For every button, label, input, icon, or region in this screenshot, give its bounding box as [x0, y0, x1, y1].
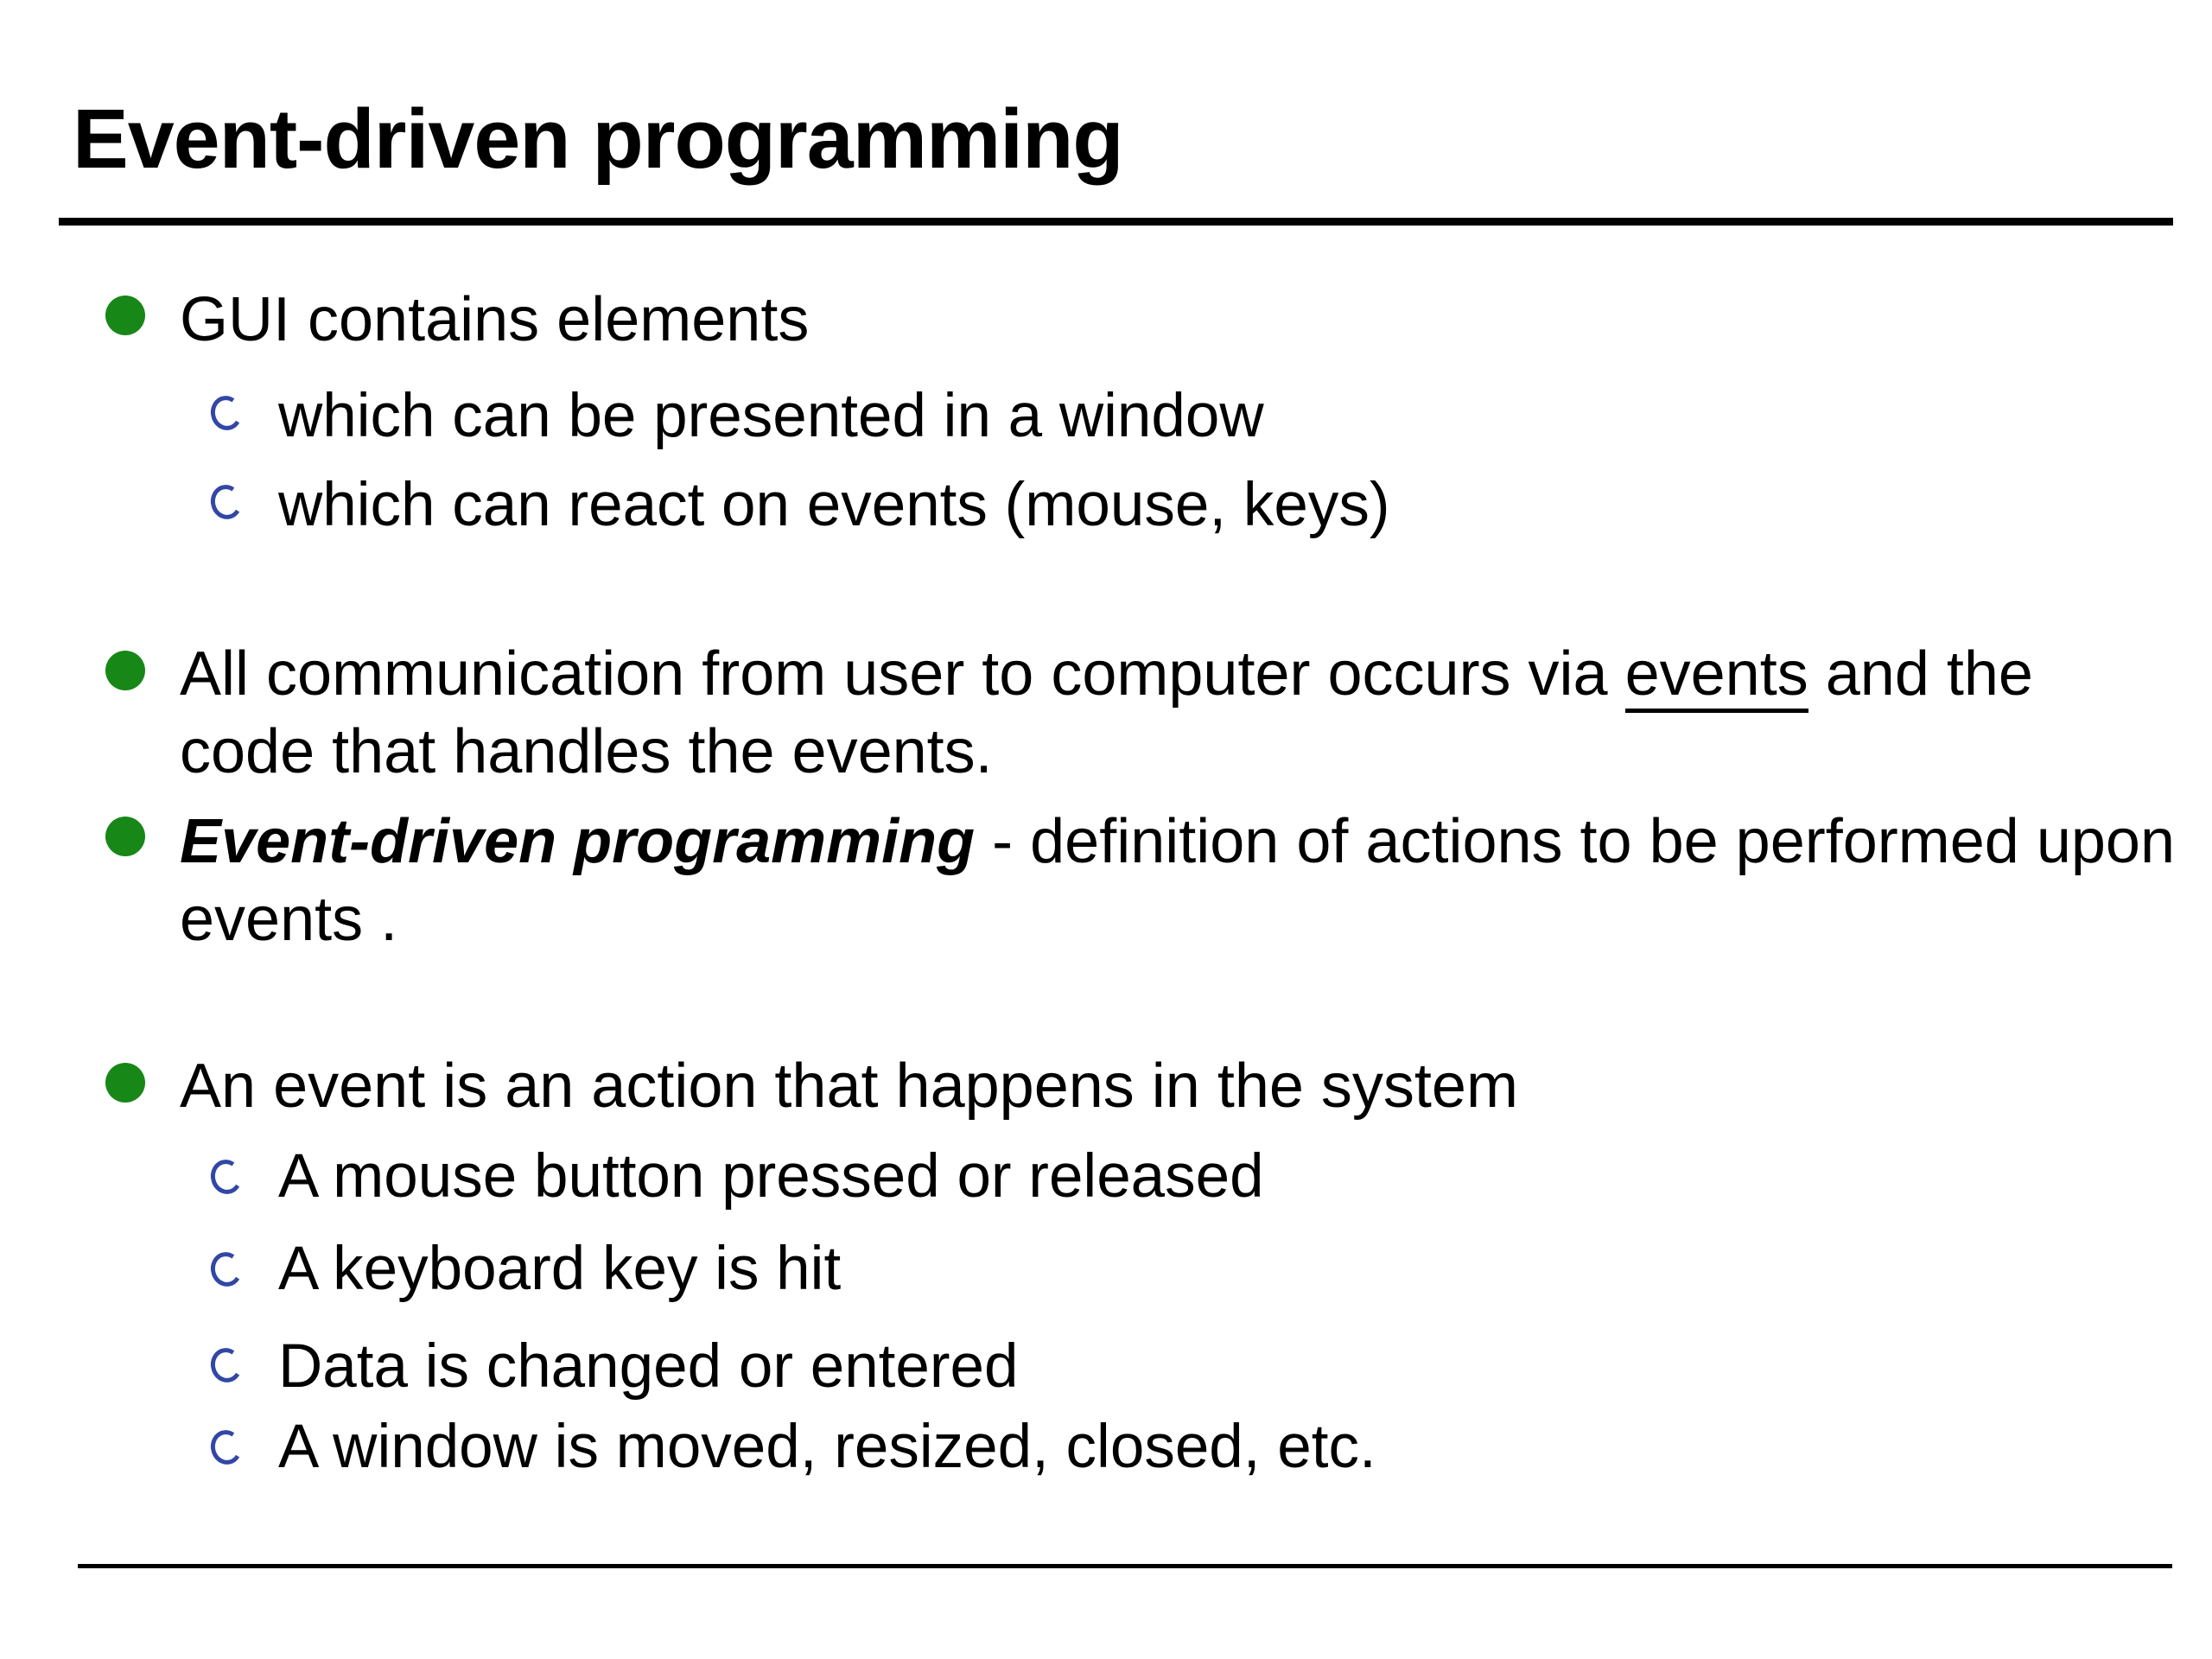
text-segment: All communication from user to computer …	[180, 639, 1625, 709]
bullet-item-event-action: An event is an action that happens in th…	[180, 1052, 1518, 1121]
bullet-item-definition: Event-driven programming - definition of…	[180, 803, 2175, 958]
sub-bullet-arc-icon	[207, 1427, 245, 1468]
sub-item-window-moved: A window is moved, resized, closed, etc.	[278, 1413, 1376, 1481]
underlined-word: events	[1624, 639, 1808, 713]
text-line: events .	[180, 885, 398, 954]
bullet-dot-icon	[105, 296, 145, 335]
footer-divider	[78, 1564, 2172, 1568]
sub-bullet-arc-icon	[207, 1156, 245, 1198]
sub-item-keyboard-key: A keyboard key is hit	[278, 1235, 842, 1303]
title-divider	[59, 218, 2173, 226]
sub-bullet-arc-icon	[207, 481, 245, 523]
sub-item-data-changed: Data is changed or entered	[278, 1332, 1019, 1401]
bullet-dot-icon	[105, 1063, 145, 1103]
text-segment: - definition of actions to be performed …	[975, 807, 2176, 876]
sub-bullet-arc-icon	[207, 1249, 245, 1290]
text-line: Event-driven programming - definition of…	[180, 803, 2175, 880]
sub-item-presented-window: which can be presented in a window	[278, 382, 1264, 450]
bullet-item-communication: All communication from user to computer …	[180, 635, 2033, 791]
sub-bullet-arc-icon	[207, 1344, 245, 1386]
sub-item-mouse-button: A mouse button pressed or released	[278, 1142, 1264, 1211]
slide-title: Event-driven programming	[73, 92, 1124, 186]
bullet-dot-icon	[105, 651, 145, 690]
text-line: code that handles the events.	[180, 717, 993, 786]
sub-bullet-arc-icon	[207, 392, 245, 434]
bullet-dot-icon	[105, 817, 145, 856]
sub-item-react-events: which can react on events (mouse, keys)	[278, 471, 1390, 539]
emphasis-text: Event-driven programming	[180, 807, 976, 876]
text-line: All communication from user to computer …	[180, 635, 2033, 713]
text-segment: and the	[1808, 639, 2033, 709]
bullet-item-gui: GUI contains elements	[180, 285, 810, 354]
